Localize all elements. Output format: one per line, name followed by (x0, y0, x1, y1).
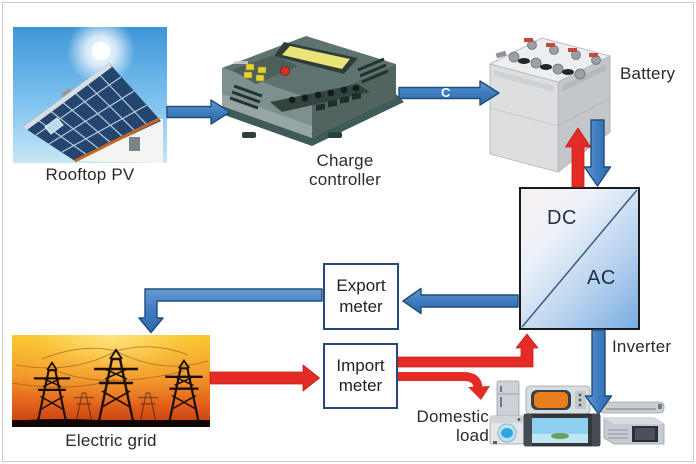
rooftop-pv-label: Rooftop PV (45, 165, 135, 184)
electric-grid-label: Electric grid (65, 431, 157, 450)
arrow-import-meter-to-domestic-load (398, 372, 490, 400)
washing-machine-icon (489, 415, 525, 445)
computer-icon (603, 417, 665, 445)
charge-controller-label: Charge controller (309, 151, 381, 190)
rooftop-pv-image (13, 27, 167, 163)
arrow-import-meter-to-inverter (397, 333, 539, 368)
inverter-box: DC AC (519, 187, 640, 330)
air-conditioner-icon (599, 401, 665, 414)
electric-grid-image (12, 335, 210, 427)
charge-controller-device (216, 36, 404, 146)
domestic-load-label: Domestic load (416, 407, 489, 446)
battery-label: Battery (620, 64, 676, 83)
power-lines (12, 346, 209, 388)
export-meter-label: Export meter (336, 276, 386, 316)
arrow-inverter-to-export-meter (402, 287, 519, 315)
refrigerator-icon (496, 380, 520, 422)
inverter-diagonal (521, 189, 638, 328)
rooftop-pv-scene (13, 27, 167, 163)
controller-body (216, 36, 404, 146)
battery-device (488, 37, 612, 174)
house-icon (23, 63, 163, 163)
arrow-grid-to-import-meter (209, 364, 320, 392)
battery-body (488, 37, 612, 174)
arrow-current-mark: C (441, 85, 451, 100)
electric-grid-scene (12, 335, 210, 427)
inverter-dc-label: DC (547, 207, 577, 229)
export-meter-box: Export meter (323, 263, 399, 330)
inverter-label: Inverter (612, 337, 672, 356)
inverter-ac-label: AC (587, 267, 616, 289)
arrow-export-meter-to-grid (138, 288, 323, 334)
appliances (489, 380, 665, 447)
transmission-towers (33, 348, 203, 422)
import-meter-label: Import meter (336, 355, 385, 395)
tv-icon (523, 413, 601, 447)
battery-image (484, 12, 619, 174)
domestic-load-image (488, 378, 668, 450)
charge-controller-image (208, 28, 404, 156)
import-meter-box: Import meter (323, 343, 398, 409)
microwave-icon (525, 385, 591, 415)
battery-terminals (508, 38, 601, 80)
